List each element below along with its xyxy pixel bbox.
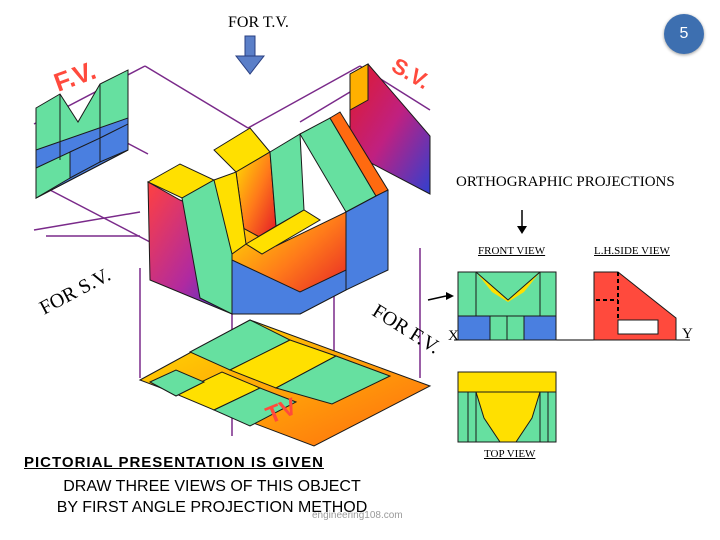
side-view-drawing (593, 271, 677, 341)
watermark: engineering108.com (312, 510, 403, 521)
x-label: X (448, 328, 459, 344)
ortho-arrow (517, 210, 527, 234)
top-view-drawing (457, 371, 557, 443)
isometric-object (146, 111, 389, 315)
for-tv-arrow (234, 35, 266, 75)
side-view-label: L.H.SIDE VIEW (594, 245, 670, 257)
pictorial-heading: PICTORIAL PRESENTATION IS GIVEN (24, 454, 324, 471)
ortho-title: ORTHOGRAPHIC PROJECTIONS (456, 174, 675, 190)
front-view-drawing (457, 271, 557, 341)
fv-panel (35, 69, 129, 199)
top-view-label: TOP VIEW (484, 448, 536, 460)
instruction-line-2: BY FIRST ANGLE PROJECTION METHOD (56, 499, 368, 516)
tv-panel (138, 319, 432, 447)
instruction-text: DRAW THREE VIEWS OF THIS OBJECT BY FIRST… (32, 476, 392, 518)
slide-number-badge: 5 (664, 14, 704, 54)
for-fv-arrow (427, 292, 454, 301)
for-tv-label: FOR T.V. (228, 14, 289, 31)
front-view-label: FRONT VIEW (478, 245, 546, 257)
fv-script-label: F.V. (50, 55, 100, 98)
y-label: Y (682, 326, 693, 342)
instruction-line-1: DRAW THREE VIEWS OF THIS OBJECT (63, 478, 361, 495)
